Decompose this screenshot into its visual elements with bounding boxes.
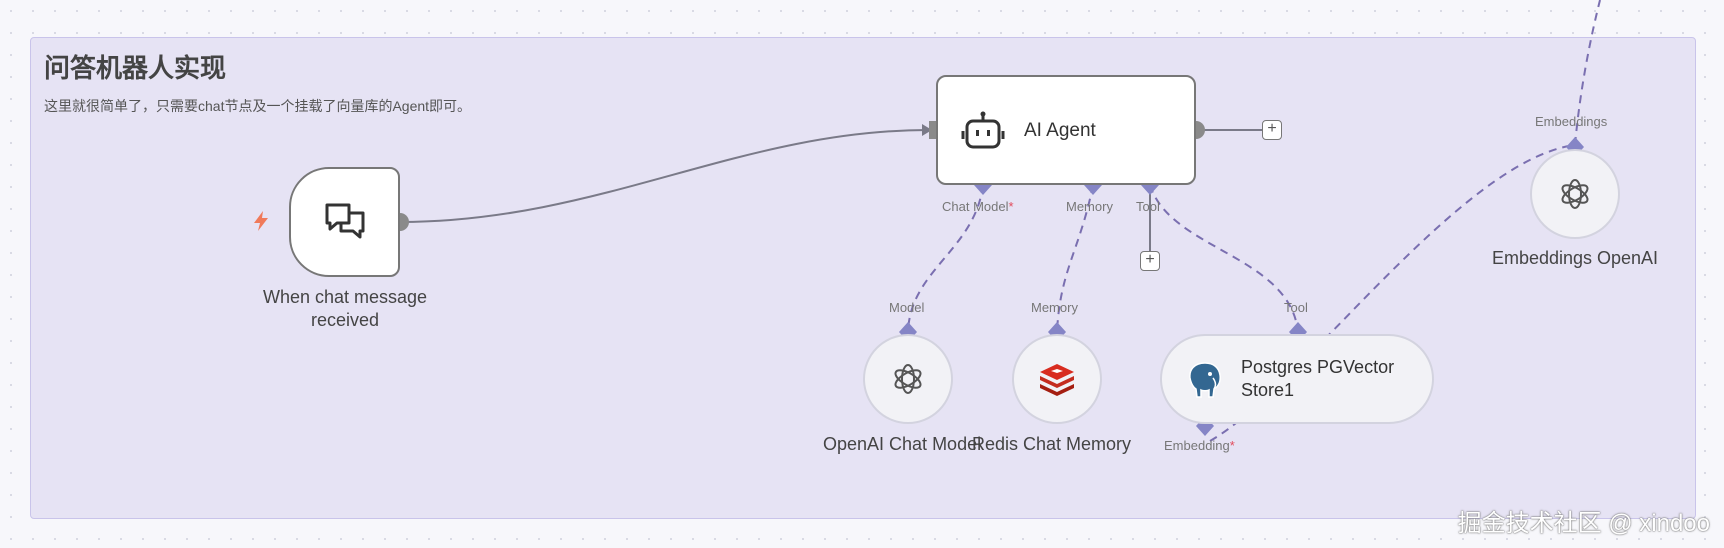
embedding-port-label: Embedding* bbox=[1164, 438, 1235, 453]
ai-agent-node[interactable]: AI Agent bbox=[936, 75, 1196, 185]
chat-trigger-node[interactable] bbox=[289, 167, 400, 277]
redis-memory-node[interactable] bbox=[1012, 334, 1102, 424]
agent-add-next-button[interactable]: + bbox=[1262, 120, 1282, 140]
postgres-elephant-icon bbox=[1189, 362, 1221, 398]
memory-connection[interactable] bbox=[1056, 184, 1094, 333]
pgvector-store-node[interactable]: Postgres PGVector Store1 bbox=[1160, 334, 1434, 424]
model-in-port-label: Model bbox=[889, 300, 925, 315]
sticky-title: 问答机器人实现 bbox=[44, 53, 227, 83]
embedding-connection[interactable] bbox=[1209, 144, 1576, 442]
tool-port-label: Tool bbox=[1136, 199, 1160, 214]
tool-add-button[interactable]: + bbox=[1140, 251, 1160, 271]
ai-agent-label: AI Agent bbox=[1024, 120, 1096, 141]
arrow-head bbox=[922, 124, 932, 136]
agent-input-port[interactable] bbox=[929, 121, 938, 139]
redis-memory-label: Redis Chat Memory bbox=[972, 434, 1132, 454]
memory-port-label: Memory bbox=[1066, 199, 1113, 214]
embeddings-port-label: Embeddings bbox=[1535, 114, 1608, 129]
lightning-icon bbox=[254, 211, 268, 231]
chat-trigger-label: When chat message received bbox=[262, 287, 428, 330]
watermark: 掘金技术社区 @ xindoo bbox=[1457, 510, 1710, 537]
embeddings-openai-label: Embeddings OpenAI bbox=[1491, 248, 1659, 268]
sticky-note[interactable] bbox=[30, 37, 1696, 519]
embeddings-openai-node[interactable] bbox=[1530, 149, 1620, 239]
sticky-description: 这里就很简单了，只需要chat节点及一个挂载了向量库的Agent即可。 bbox=[44, 98, 472, 114]
openai-icon bbox=[1561, 179, 1589, 209]
robot-icon bbox=[961, 111, 1005, 149]
memory-in-port-label: Memory bbox=[1031, 300, 1078, 315]
model-connection[interactable] bbox=[907, 184, 984, 333]
embeddings-upstream-connection bbox=[1574, 0, 1601, 146]
redis-icon bbox=[1040, 364, 1074, 396]
openai-icon bbox=[894, 364, 922, 394]
openai-chat-model-node[interactable] bbox=[863, 334, 953, 424]
openai-chat-model-label: OpenAI Chat Model bbox=[823, 434, 982, 454]
main-connection[interactable] bbox=[399, 129, 929, 223]
chat-model-port-label: Chat Model* bbox=[942, 199, 1014, 214]
tool-in-port-label: Tool bbox=[1284, 300, 1308, 315]
chat-bubbles-icon bbox=[325, 203, 365, 239]
tool-connection[interactable] bbox=[1149, 184, 1299, 333]
pgvector-store-label: Postgres PGVector Store1 bbox=[1241, 357, 1395, 400]
